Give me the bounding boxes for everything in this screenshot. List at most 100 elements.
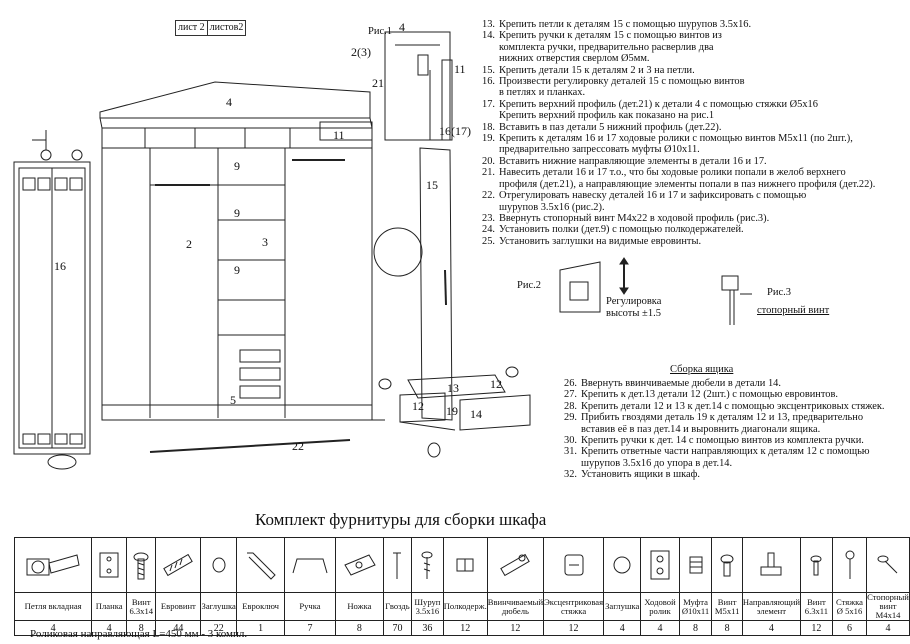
part-label-9b: 9 <box>234 206 240 220</box>
drawer-step-line: 32.Установить ящики в шкаф. <box>564 469 700 481</box>
drawer-step-line: вставив её в паз дет.14 и выровнить диаг… <box>581 423 821 435</box>
drawer-steps: 26.Ввернуть ввинчиваемые дюбели в детали… <box>560 378 910 481</box>
step-line: 19.Крепить к деталям 16 и 17 ходовые рол… <box>482 133 853 145</box>
screw-m5-icon <box>711 537 743 593</box>
drawer-step-line: 28.Крепить детали 12 и 13 к дет.14 с пом… <box>564 400 885 412</box>
figure-1-caption: Рис.1 <box>368 26 392 37</box>
figure-1-profile <box>384 31 453 141</box>
step-line: 17.Крепить верхний профиль (дет.21) к де… <box>482 98 818 110</box>
part-label-5: 5 <box>230 393 236 407</box>
hex-key-icon <box>236 537 286 593</box>
hardware-kit-table: Петля вкладная Планка Винт 6.3х14 Еврови… <box>13 537 910 636</box>
kit-item-qty: 7 <box>284 620 336 636</box>
kit-item-name: Петля вкладная <box>13 592 93 621</box>
kit-item-name: Ввинчиваемый дюбель <box>486 592 545 621</box>
part-label-2: 2 <box>186 237 192 251</box>
kit-item-qty: 70 <box>382 620 413 636</box>
cam-lock-icon <box>543 537 605 593</box>
kit-item-qty: 12 <box>486 620 545 636</box>
guide-element-icon <box>741 537 801 593</box>
kit-item-qty: 12 <box>543 620 605 636</box>
step-line: 13.Крепить петли к деталям 15 с помощью … <box>482 19 752 30</box>
kit-icons-row <box>13 537 910 593</box>
step-line: 16.Произвести регулировку деталей 15 с п… <box>482 76 745 88</box>
kit-item-qty: 8 <box>126 620 157 636</box>
part-label-15: 15 <box>426 178 438 192</box>
footnote-rail: Роликовая направляющая L=450 мм - 3 комп… <box>30 628 248 640</box>
step-line: 15.Крепить детали 15 к деталям 2 и 3 на … <box>482 64 695 76</box>
kit-item-name: Заглушка <box>200 592 238 621</box>
kit-item-qty: 4 <box>13 620 93 636</box>
drawer-label-19: 19 <box>446 404 458 418</box>
kit-item-name: Гвоздь <box>382 592 413 621</box>
kit-item-name: Евроключ <box>236 592 286 621</box>
hinge-icon <box>13 537 93 593</box>
drawer-step-line: 30.Крепить ручки к дет. 14 с помощью вин… <box>564 435 864 447</box>
kit-qty-row: 4 4 8 44 22 1 7 8 70 36 12 12 12 4 4 8 8… <box>13 620 910 636</box>
drawer-step-line: 27.Крепить к дет.13 детали 12 (2шт.) с п… <box>564 389 838 401</box>
sleeve-icon <box>678 537 713 593</box>
sliding-door-16 <box>13 130 91 470</box>
adjust-caption-b: высоты ±1.5 <box>606 308 661 319</box>
kit-item-qty: 36 <box>411 620 444 636</box>
figure-3-stop-screw <box>721 275 752 325</box>
kit-item-qty: 4 <box>640 620 680 636</box>
step-line: профиля (дет.21), а направляющие элемент… <box>499 178 876 190</box>
part-label-11: 11 <box>333 128 345 142</box>
step-line: 22.Отрегулировать навеску деталей 16 и 1… <box>482 190 807 202</box>
kit-item-name: Заглушка <box>603 592 642 621</box>
step-line: нижних отверстия сверлом Ø5мм. <box>499 53 650 65</box>
handle-icon <box>284 537 336 593</box>
kit-item-name: Евровинт <box>155 592 202 621</box>
sheet-total-label: листов2 <box>206 21 246 35</box>
step-line: в петлях и планках. <box>499 87 586 99</box>
part-label-9c: 9 <box>234 263 240 277</box>
kit-item-name: Винт 6.3х14 <box>126 592 157 621</box>
kit-item-qty: 6 <box>831 620 868 636</box>
fig1-label-21: 21 <box>372 76 384 90</box>
kit-item-name: Планка <box>91 592 128 621</box>
kit-item-name: Винт М5х11 <box>711 592 743 621</box>
wood-screw-icon <box>411 537 444 593</box>
drawer-step-line: 31.Крепить ответные части направляющих к… <box>564 446 870 458</box>
shelf-support-icon <box>442 537 488 593</box>
step-line: 25.Установить заглушки на видимые еврови… <box>482 235 702 247</box>
kit-item-qty: 4 <box>91 620 128 636</box>
part-label-22: 22 <box>292 439 304 453</box>
strip-icon <box>91 537 128 593</box>
leg-icon <box>334 537 384 593</box>
drawer-step-line: шурупов 3.5х16 до упора в дет.14. <box>581 457 733 469</box>
kit-item-qty: 8 <box>334 620 384 636</box>
kit-item-qty: 12 <box>799 620 833 636</box>
screw-small-icon <box>799 537 833 593</box>
kit-item-name: Шуруп 3.5х16 <box>411 592 444 621</box>
cap-small-icon <box>603 537 642 593</box>
kit-item-qty: 4 <box>741 620 801 636</box>
sheet-label: лист 2 <box>178 22 205 33</box>
drawer-label-12b: 12 <box>490 377 502 391</box>
assembly-steps: 13.Крепить петли к деталям 15 с помощью … <box>478 19 908 247</box>
kit-item-name: Винт 6.3х11 <box>799 592 833 621</box>
kit-title: Комплект фурнитуры для сборки шкафа <box>255 510 547 529</box>
figure-2-caption: Рис.2 <box>517 280 541 291</box>
step-line: 21.Навесить детали 16 и 17 т.о., что бы … <box>482 167 846 179</box>
kit-item-qty: 12 <box>442 620 488 636</box>
drawer-assembly <box>378 366 531 458</box>
wardrobe-body <box>99 81 385 453</box>
drawer-section-title: Сборка ящика <box>670 364 734 375</box>
kit-item-qty: 4 <box>603 620 642 636</box>
kit-names-row: Петля вкладная Планка Винт 6.3х14 Еврови… <box>13 592 910 621</box>
stop-screw-icon <box>866 537 910 593</box>
step-line: 18.Вставить в паз детали 5 нижний профил… <box>482 121 722 133</box>
drawer-step-line: 26.Ввернуть ввинчиваемые дюбели в детали… <box>564 378 781 389</box>
euroscrew-icon <box>155 537 202 593</box>
step-line: шурупов 3.5х16 (рис.2). <box>499 201 605 213</box>
kit-item-name: Эксцентриковая стяжка <box>543 592 605 621</box>
kit-item-qty: 1 <box>236 620 286 636</box>
fig1-label-2-3: 2(3) <box>351 45 371 59</box>
kit-item-qty: 8 <box>711 620 743 636</box>
fig1-label-4: 4 <box>399 20 405 34</box>
nail-icon <box>382 537 413 593</box>
drawer-label-12a: 12 <box>412 399 424 413</box>
adjust-caption-a: Регулировка <box>606 296 662 307</box>
